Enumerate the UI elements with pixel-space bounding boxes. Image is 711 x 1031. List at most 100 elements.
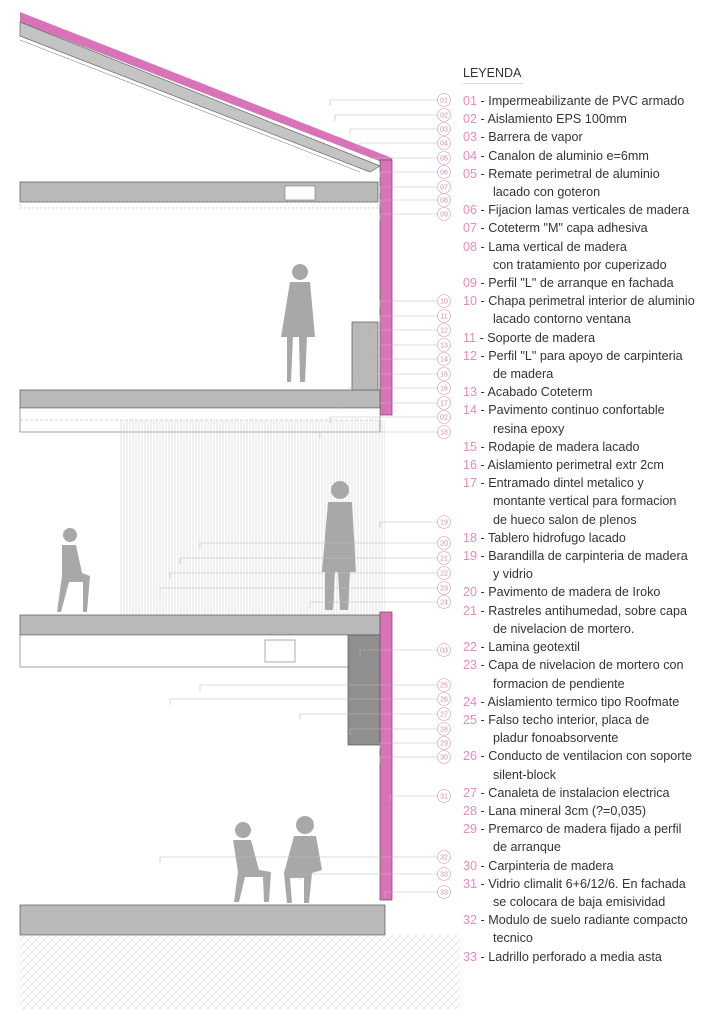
callout-circle: [437, 425, 451, 439]
legend-item-text: Entramado dintel metalico y: [488, 476, 644, 491]
legend-item-text: Conducto de ventilacion con soporte: [488, 749, 692, 764]
callout-circle: [437, 885, 451, 899]
callout-circle: [437, 151, 451, 165]
legend-item: 23 - Capa de nivelacion de mortero con: [463, 658, 684, 673]
callout-circle: [437, 850, 451, 864]
callout-marker: 23: [159, 581, 451, 595]
legend-item: 26 - Conducto de ventilacion con soporte: [463, 749, 692, 764]
callout-number: 19: [440, 520, 448, 527]
leader-line: [379, 756, 437, 763]
callout-marker: 19: [379, 515, 451, 529]
legend-item-text: de madera: [493, 367, 554, 382]
legend-item-text: lacado contorno ventana: [493, 312, 631, 327]
legend-item: 11 - Soporte de madera: [463, 330, 596, 345]
callout-circle: [437, 136, 451, 150]
callout-circle: [437, 352, 451, 366]
legend-item-text: Pavimento continuo confortable: [488, 403, 665, 418]
callout-marker: 31: [389, 789, 451, 803]
legend-item: 33 - Ladrillo perforado a media asta: [463, 949, 662, 964]
legend-item-number: 07: [463, 221, 478, 236]
callout-marker: 26: [169, 692, 451, 706]
legend-item-number: 18: [463, 530, 478, 545]
legend-item-text: Impermeabilizante de PVC armado: [488, 94, 685, 108]
legend-item-continuation: con tratamiento por cuperizado: [463, 256, 708, 274]
leader-line: [319, 431, 437, 438]
callout-circle: [437, 207, 451, 221]
legend-item-number: 09: [463, 276, 478, 291]
legend-item: 25 - Falso techo interior, placa de: [463, 712, 650, 727]
ground-slab: [19, 904, 460, 1010]
legend-item: 13 - Acabado Coteterm: [463, 385, 593, 400]
legend-item-text: Pavimento de madera de Iroko: [488, 585, 661, 600]
legend-item-text: Premarco de madera fijado a perfil: [488, 822, 682, 837]
legend-item-number: 13: [463, 385, 478, 400]
callout-number: 13: [440, 343, 448, 350]
legend-item-text: se colocara de baja emisividad: [493, 894, 666, 909]
legend-item-text: Lana mineral 3cm (?=0,035): [488, 803, 647, 818]
leader-line: [379, 742, 437, 749]
legend-item: 27 - Canaleta de instalacion electrica: [463, 785, 670, 800]
legend-item: 28 - Lana mineral 3cm (?=0,035): [463, 803, 647, 818]
legend-item-text: tecnico: [493, 931, 533, 946]
leader-line: [349, 128, 437, 135]
callout-circle: [437, 581, 451, 595]
callout-circle: [437, 309, 451, 323]
leader-line: [369, 344, 437, 351]
legend-item-number: 02: [463, 112, 478, 127]
person-standing-hall: [322, 481, 356, 610]
callout-marker: 17: [339, 396, 451, 410]
callout-number: 24: [440, 600, 448, 607]
legend-item-text: Carpinteria de madera: [488, 858, 614, 873]
callout-marker: 09: [379, 207, 451, 221]
callout-number: 22: [440, 571, 448, 578]
callout-circle: [437, 323, 451, 337]
legend-item-continuation: resina epoxy: [463, 420, 708, 438]
legend-item-number: 23: [463, 658, 478, 673]
legend-item: 03 - Barrera de vapor: [463, 130, 583, 145]
person-standing-upper: [281, 264, 315, 382]
callout-circle: [437, 536, 451, 550]
callout-circle: [437, 692, 451, 706]
ceiling-slab-top: [19, 181, 379, 209]
callout-circle: [437, 551, 451, 565]
legend-item-text: Acabado Coteterm: [487, 385, 593, 400]
legend-item-text: Chapa perimetral interior de aluminio: [488, 294, 695, 309]
callout-circle: [437, 381, 451, 395]
legend-item: 05 - Remate perimetral de aluminio: [463, 166, 660, 181]
legend-item-number: 30: [463, 858, 478, 873]
callout-marker: 13: [369, 338, 451, 352]
legend-item-text: Perfil "L" de arranque en fachada: [488, 276, 674, 291]
legend-item-text: de nivelacion de mortero.: [493, 621, 635, 636]
legend-item-number: 17: [463, 476, 478, 491]
legend-item-number: 25: [463, 712, 478, 727]
person-sitting-ground-2: [284, 816, 322, 903]
callout-circle: [437, 367, 451, 381]
callout-marker: 25: [199, 678, 451, 692]
callout-number: 04: [440, 141, 448, 148]
callout-number: 23: [440, 586, 448, 593]
callout-number: 03: [440, 648, 448, 655]
leader-line: [334, 114, 437, 121]
callout-circle: [437, 515, 451, 529]
leader-line: [339, 402, 437, 409]
legend-item-continuation: de hueco salon de plenos: [463, 511, 708, 529]
legend-item-text: Barrera de vapor: [488, 130, 583, 145]
callout-circle: [437, 338, 451, 352]
callout-number: 02: [440, 113, 448, 120]
legend: LEYENDA 01 - Impermeabilizante de PVC ar…: [463, 66, 708, 966]
leader-line: [379, 213, 437, 220]
person-sitting-ground-1: [233, 822, 271, 902]
legend-item-text: Rodapie de madera lacado: [488, 439, 640, 454]
legend-item: 21 - Rastreles antihumedad, sobre capa: [463, 603, 688, 618]
facade-lower: [379, 611, 393, 901]
legend-item-number: 15: [463, 439, 478, 454]
legend-item-number: 06: [463, 203, 478, 218]
callout-number: 14: [440, 357, 448, 364]
legend-item-number: 21: [463, 603, 478, 618]
callout-circle: [437, 396, 451, 410]
callout-number: 12: [440, 328, 448, 335]
legend-item-number: 31: [463, 876, 478, 891]
callout-marker: 33: [384, 885, 451, 899]
leader-line: [379, 171, 437, 178]
callout-number: 06: [440, 170, 448, 177]
